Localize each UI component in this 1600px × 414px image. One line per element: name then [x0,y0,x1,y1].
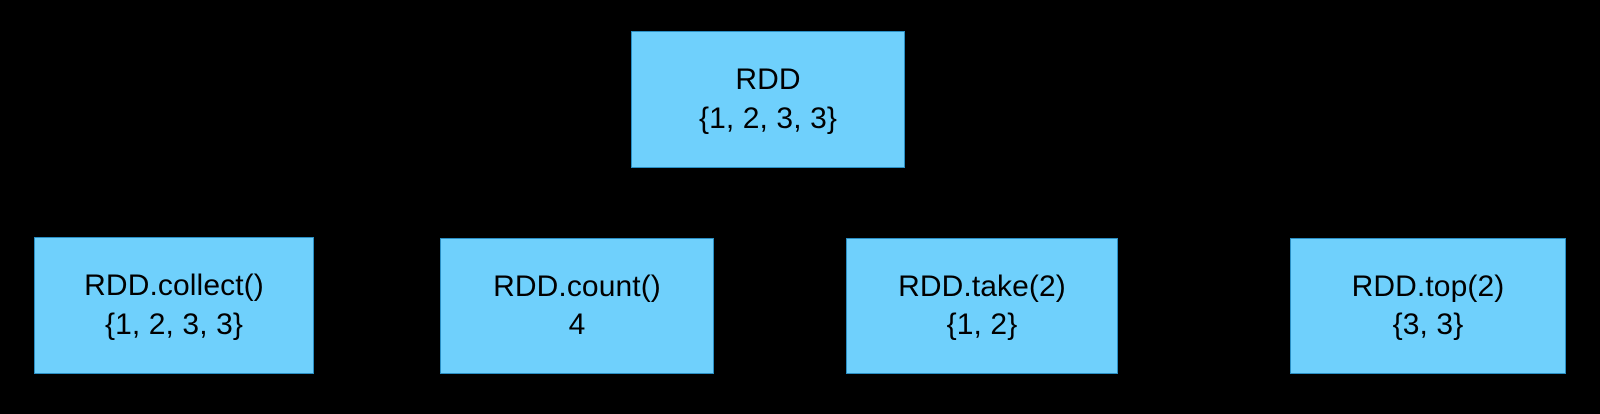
rdd-collect-label: RDD.collect() [84,269,264,303]
rdd-take-value: {1, 2} [946,308,1018,341]
rdd-count-label: RDD.count() [493,269,661,303]
rdd-top-node: RDD.top(2) {3, 3} [1290,238,1566,374]
rdd-take-label: RDD.take(2) [898,269,1066,303]
rdd-count-node: RDD.count() 4 [440,238,714,374]
rdd-take-node: RDD.take(2) {1, 2} [846,238,1118,374]
rdd-count-value: 4 [568,308,586,341]
rdd-collect-value: {1, 2, 3, 3} [105,307,243,341]
rdd-root-node: RDD {1, 2, 3, 3} [631,31,905,168]
rdd-top-label: RDD.top(2) [1351,269,1505,303]
rdd-root-value: {1, 2, 3, 3} [699,101,837,135]
rdd-collect-node: RDD.collect() {1, 2, 3, 3} [34,237,314,374]
rdd-top-value: {3, 3} [1392,308,1464,341]
rdd-root-label: RDD [735,63,801,97]
